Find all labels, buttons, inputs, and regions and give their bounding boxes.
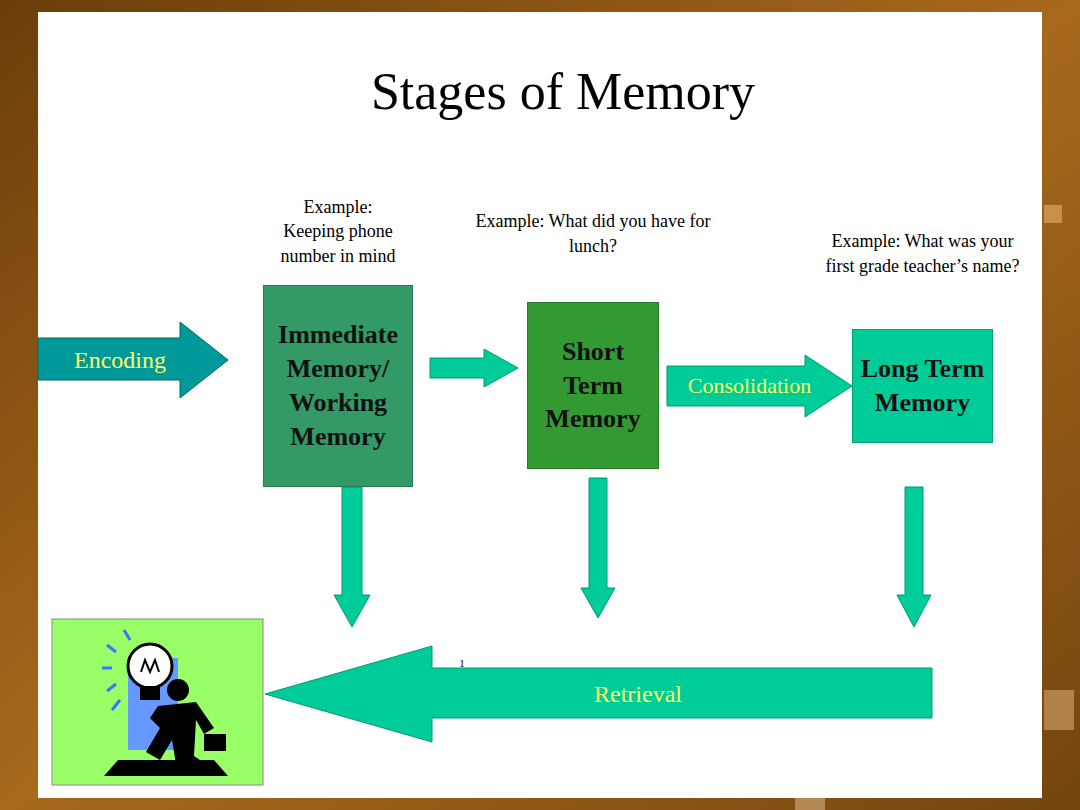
idea-box [52, 619, 263, 785]
memory-box: Example: Keeping phone number in mindImm… [263, 285, 413, 487]
arrow-label: Encoding [74, 347, 166, 374]
slide-title: Stages of Memory [371, 62, 755, 121]
arrow-label: 1 [459, 657, 465, 669]
down-arrow [897, 487, 931, 627]
deco-square [1044, 205, 1062, 223]
box-title: Immediate Memory/ Working Memory [264, 318, 412, 453]
memory-box: Example: What was your first grade teach… [852, 329, 993, 443]
edge-label: Consolidation [688, 373, 811, 399]
deco-square [1044, 690, 1074, 730]
arrow-label: Retrieval [594, 681, 682, 708]
idea-icon [102, 630, 228, 776]
box-title: Short Term Memory [528, 335, 658, 436]
down-arrow [581, 478, 615, 618]
box-title: Long Term Memory [853, 352, 992, 420]
example-text: Example: Keeping phone number in mind [272, 195, 404, 268]
memory-box: Example: What did you have for lunch?Sho… [527, 302, 659, 469]
example-text: Example: What did you have for lunch? [468, 209, 718, 258]
down-arrow [334, 487, 370, 627]
encoding-arrow [38, 322, 228, 398]
flow-arrow [667, 355, 852, 417]
example-text: Example: What was your first grade teach… [820, 229, 1025, 278]
flow-arrow [430, 349, 518, 387]
deco-square [795, 798, 825, 810]
retrieval-arrow [265, 646, 932, 742]
content-panel [38, 12, 1042, 798]
